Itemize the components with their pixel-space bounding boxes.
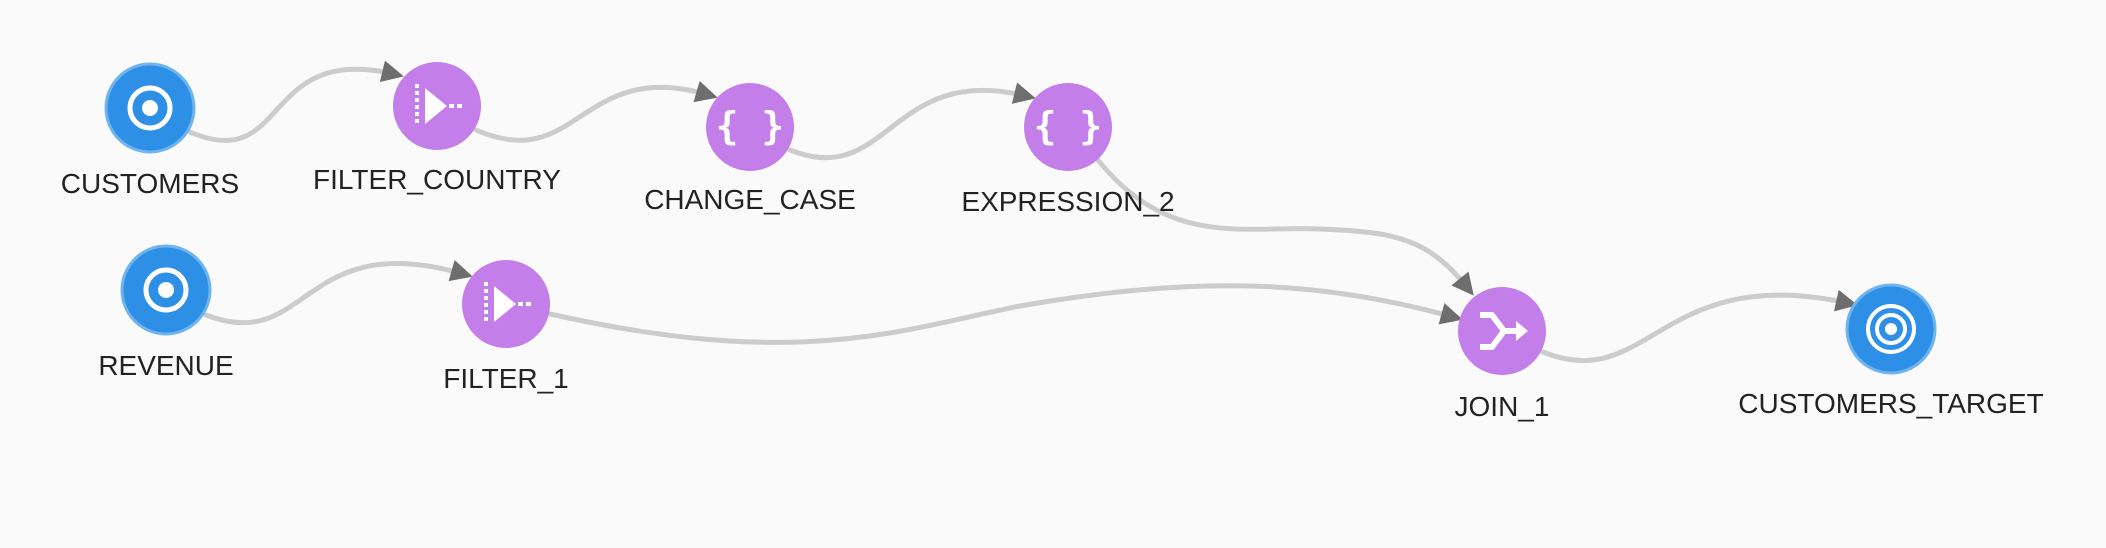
expression-braces-icon: { } [716,104,785,148]
link-change-case-to-expression-2[interactable] [787,87,1033,161]
source-target-icon [127,85,173,131]
node-join-1[interactable]: JOIN_1 [1455,287,1550,422]
arrowhead-change-case [693,80,718,103]
node-change-case[interactable]: { } CHANGE_CASE [644,83,856,215]
join-icon [1480,312,1528,350]
node-revenue[interactable]: REVENUE [98,244,234,381]
link-expression-2-to-join-1[interactable] [1095,157,1473,294]
arrowhead-join-1 [1438,303,1463,325]
link-filter-country-to-change-case[interactable] [473,84,715,143]
expression-braces-icon: { } [1034,104,1103,148]
source-target-icon [143,267,189,313]
node-filter-country[interactable]: FILTER_COUNTRY [313,62,561,195]
node-expression-2-label: EXPRESSION_2 [961,186,1174,217]
arrowhead-filter-country [379,60,404,83]
node-filter-country-label: FILTER_COUNTRY [313,164,561,195]
link-join-1-to-customers-target[interactable] [1540,292,1855,364]
node-expression-2-circle[interactable] [1024,83,1112,171]
arrowhead-filter-1 [448,260,473,282]
node-filter-1-label: FILTER_1 [443,363,569,394]
arrowhead-join-1 [1451,271,1474,296]
node-customers-target[interactable]: CUSTOMERS_TARGET [1738,283,2044,419]
target-icon [1866,304,1916,354]
link-revenue-to-filter-1[interactable] [203,261,470,326]
node-expression-2[interactable]: { } EXPRESSION_2 [961,83,1175,217]
node-join-1-label: JOIN_1 [1455,391,1550,422]
arrowhead-expression-2 [1011,82,1036,104]
links-layer [187,60,1858,364]
svg-text:{ }: { } [1034,104,1103,148]
node-change-case-circle[interactable] [706,83,794,171]
filter-icon [415,84,462,124]
link-customers-to-filter-country[interactable] [187,66,401,144]
node-customers-label: CUSTOMERS [61,168,239,199]
svg-text:{ }: { } [716,104,785,148]
node-customers[interactable]: CUSTOMERS [61,62,239,199]
node-filter-1[interactable]: FILTER_1 [443,260,569,394]
link-filter-1-to-join-1[interactable] [547,283,1460,345]
node-customers-target-label: CUSTOMERS_TARGET [1738,388,2043,419]
node-change-case-label: CHANGE_CASE [644,184,856,215]
node-revenue-label: REVENUE [98,350,233,381]
filter-icon [484,282,531,322]
